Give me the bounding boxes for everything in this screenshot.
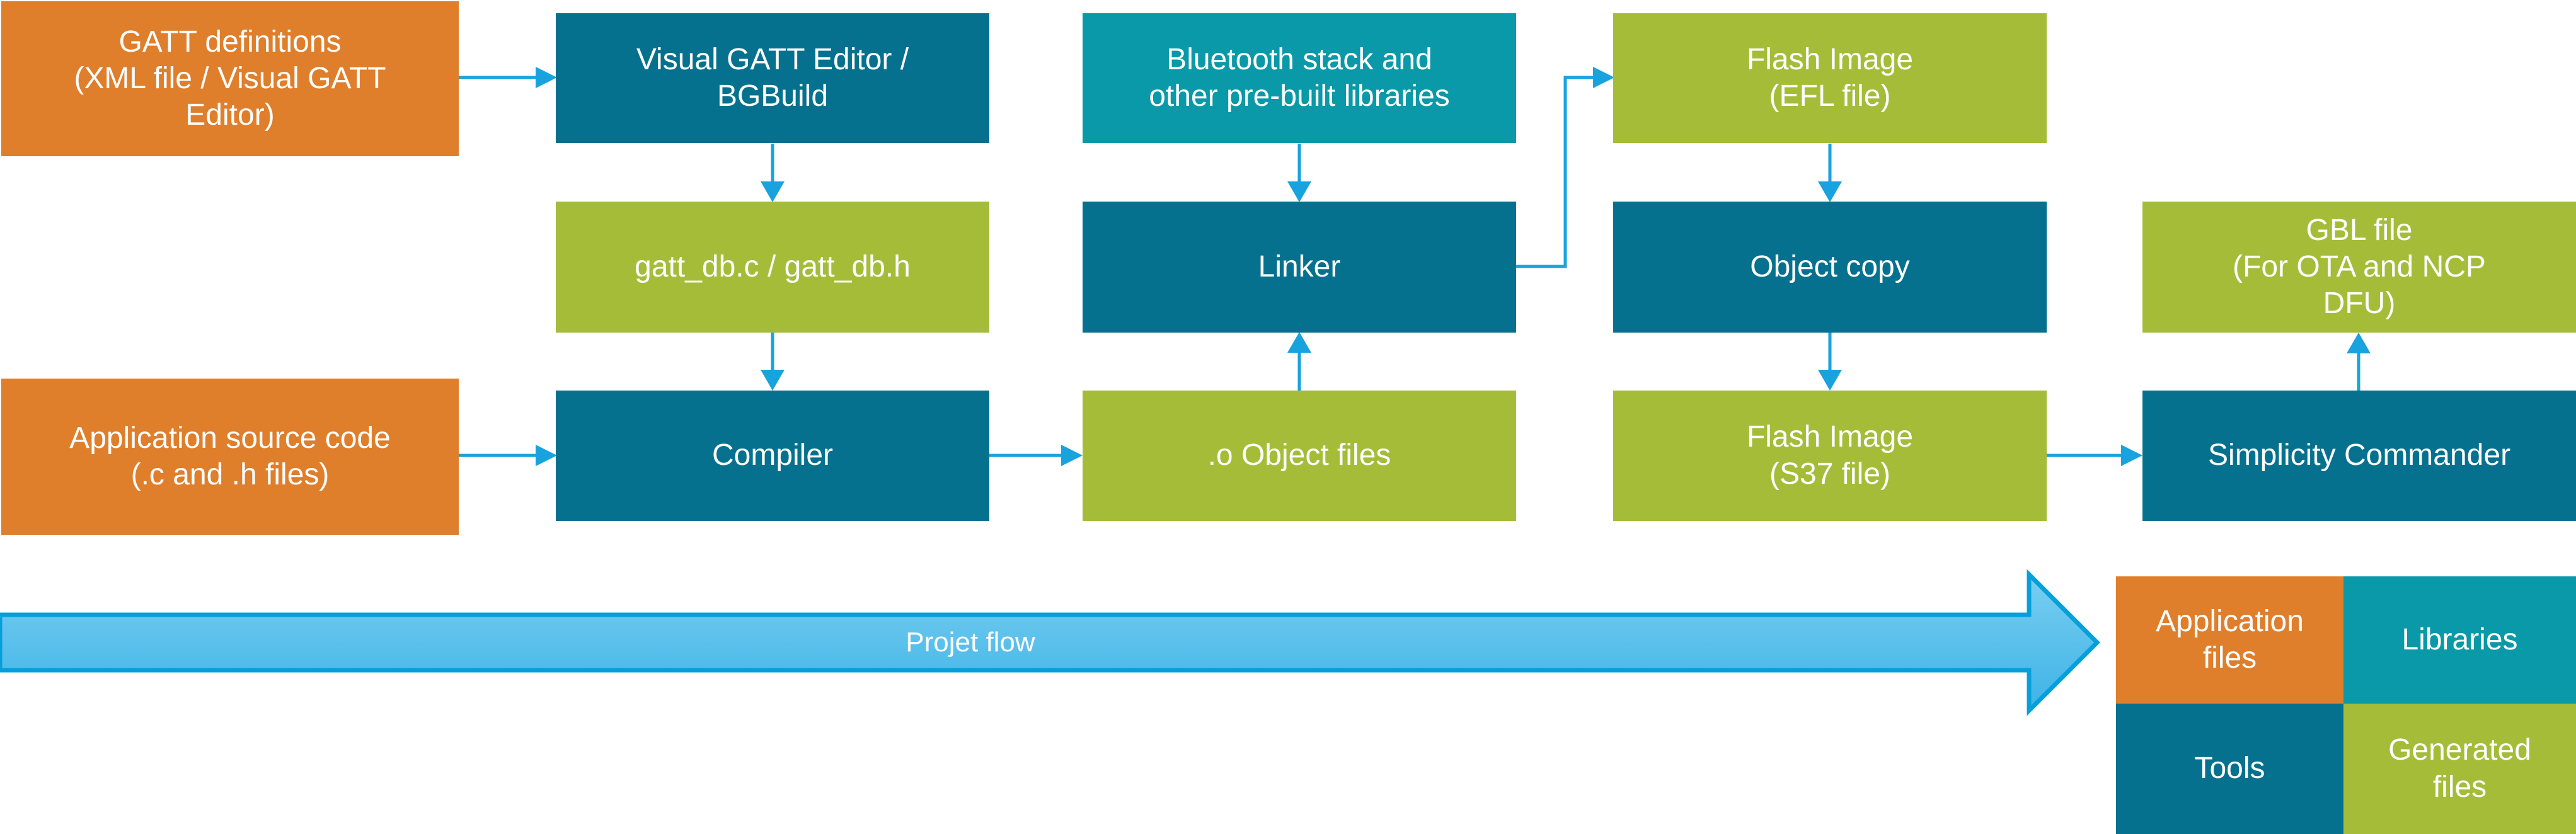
box-object-copy: Object copy [1613,202,2047,333]
arrow-objects-to-linker [1287,332,1311,391]
legend-generated-files: Generated files [2343,704,2576,834]
arrow-objectcopy-to-flashs37 [1818,333,1842,391]
arrow-gattdefs-to-editor [459,67,557,88]
box-flash-image-efl: Flash Image (EFL file) [1613,13,2047,143]
box-application-source: Application source code (.c and .h files… [1,379,459,535]
arrow-stack-to-linker [1287,144,1311,202]
box-flash-image-s37: Flash Image (S37 file) [1613,391,2047,521]
box-linker: Linker [1083,202,1516,333]
arrow-editor-to-gattdb [761,144,785,202]
arrow-flashefl-to-objectcopy [1818,144,1842,202]
box-gatt-definitions: GATT definitions (XML file / Visual GATT… [1,1,459,156]
legend-libraries: Libraries [2343,576,2576,704]
legend-application-files: Application files [2116,576,2343,704]
arrow-flashs37-to-commander [2047,445,2142,466]
box-gbl-file: GBL file (For OTA and NCP DFU) [2142,202,2576,333]
legend-tools: Tools [2116,704,2343,834]
arrow-commander-to-gbl [2347,333,2371,391]
box-visual-gatt-editor: Visual GATT Editor / BGBuild [556,13,989,143]
arrow-appsource-to-compiler [459,445,557,466]
arrow-gattdb-to-compiler [761,333,785,391]
box-gatt-db: gatt_db.c / gatt_db.h [556,202,989,333]
legend: Application files Libraries Tools Genera… [2116,576,2576,834]
box-compiler: Compiler [556,391,989,521]
arrow-linker-to-flashefl [1516,67,1614,268]
arrow-compiler-to-objects [989,445,1083,466]
box-bluetooth-stack: Bluetooth stack and other pre-built libr… [1083,13,1516,143]
box-object-files: .o Object files [1083,391,1516,521]
box-simplicity-commander: Simplicity Commander [2142,391,2576,521]
project-flow-label: Projet flow [906,627,1035,658]
